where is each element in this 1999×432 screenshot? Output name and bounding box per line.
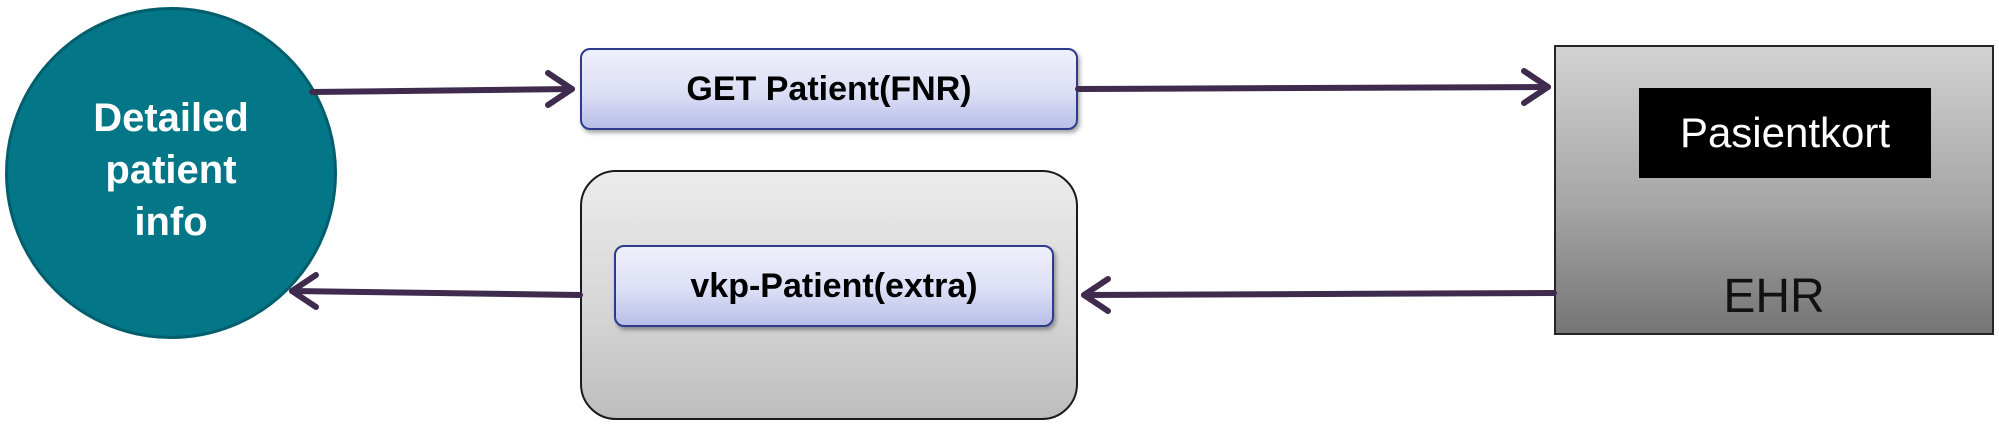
- arrowhead-ehr: [1521, 68, 1551, 106]
- arrow-ehr-to-response: [1081, 290, 1557, 298]
- client-node-label: Detailed patient info: [93, 96, 249, 244]
- client-node: Detailed patient info: [5, 7, 337, 339]
- arrow-request-to-ehr: [1075, 84, 1551, 92]
- pasientkort-card: Pasientkort: [1639, 88, 1931, 178]
- ehr-label: EHR: [1723, 270, 1825, 323]
- arrow-response-to-client: [289, 288, 583, 298]
- ehr-system-box: Pasientkort EHR: [1554, 45, 1994, 335]
- arrowhead-request: [545, 70, 575, 108]
- arrowhead-response: [1081, 276, 1111, 314]
- arrow-client-to-request: [309, 86, 575, 95]
- request-box: GET Patient(FNR): [580, 48, 1078, 130]
- response-box: vkp-Patient(extra): [614, 245, 1054, 327]
